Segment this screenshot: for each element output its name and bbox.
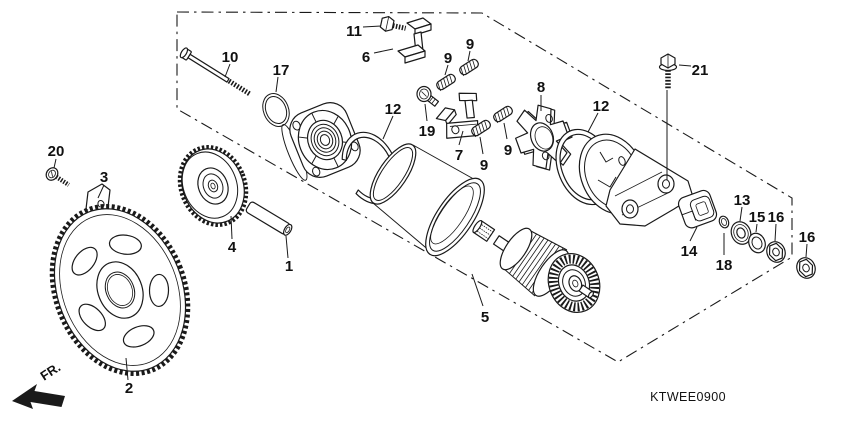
leader-line-1: [285, 235, 289, 259]
part-4-gear: [177, 145, 249, 227]
callout-9: 9: [480, 157, 488, 174]
front-cover: [281, 102, 361, 181]
fr-arrow-icon: [12, 384, 65, 409]
callout-19: 19: [419, 123, 436, 140]
leader-line-17: [275, 76, 279, 93]
callout-11: 11: [346, 23, 362, 40]
leader-line-16: [774, 223, 777, 242]
callout-12: 12: [385, 101, 402, 118]
leader-line-12: [382, 115, 394, 140]
callout-17: 17: [273, 62, 290, 79]
part-5-armature: [472, 219, 601, 313]
part-6-terminal: [397, 17, 432, 64]
rear-cover: [578, 133, 694, 227]
leader-line-2: [125, 357, 129, 381]
leader-line-9: [503, 122, 508, 140]
part-7-brush-holder: [435, 92, 479, 139]
callout-9: 9: [444, 50, 452, 67]
callout-9: 9: [466, 36, 474, 53]
leader-line-4: [230, 215, 233, 240]
leader-line-7: [458, 130, 464, 146]
part-21-bolt: [658, 53, 678, 89]
callout-10: 10: [222, 49, 239, 66]
leader-line-21: [678, 64, 692, 67]
part-9-spring: [471, 119, 491, 138]
callout-16: 16: [799, 229, 816, 246]
leader-line-5: [471, 273, 484, 307]
part-13-washer: [730, 221, 752, 245]
part-9-spring: [459, 58, 479, 77]
leader-line-9: [467, 50, 471, 62]
callout-1: 1: [285, 258, 293, 275]
leader-line-16: [805, 243, 808, 258]
part-14-boot: [677, 189, 718, 229]
callout-3: 3: [100, 169, 108, 186]
part-9-spring: [493, 105, 513, 124]
callout-18: 18: [716, 257, 733, 274]
callout-13: 13: [734, 192, 751, 209]
leader-line-9: [479, 136, 484, 155]
part-9-spring: [436, 73, 456, 92]
leader-line-19: [424, 103, 428, 122]
callout-20: 20: [48, 143, 65, 160]
callout-7: 7: [455, 147, 463, 164]
part-12-ring-front: [341, 131, 399, 205]
part-18-oring: [718, 215, 730, 229]
leader-line-11: [362, 25, 382, 28]
leader-line-12: [587, 112, 599, 133]
leader-line-15: [755, 223, 758, 233]
part-1-pin: [245, 201, 293, 236]
leader-line-20: [53, 158, 57, 169]
part-9-springs: [436, 58, 513, 138]
callout-5: 5: [481, 309, 489, 326]
motor-case: [369, 143, 485, 257]
leader-line-14: [689, 226, 698, 242]
part-11-bolt: [379, 15, 407, 32]
leader-line-3: [97, 184, 105, 199]
front-direction-label: FR.: [37, 360, 63, 384]
callout-14: 14: [681, 243, 698, 260]
callout-2: 2: [125, 380, 133, 397]
callout-12: 12: [593, 98, 610, 115]
callout-21: 21: [692, 62, 709, 79]
callout-16: 16: [768, 209, 785, 226]
diagram-code: KTWEE0900: [650, 390, 726, 404]
part-19-screw: [416, 85, 440, 107]
callout-6: 6: [362, 49, 370, 66]
part-2-gear: [49, 203, 191, 377]
assembly-boundary: [176, 11, 793, 363]
part-15-washer: [748, 232, 766, 254]
part-20-screw: [45, 167, 70, 187]
fr-direction-indicator: FR.: [12, 360, 65, 409]
leader-line-10: [224, 63, 231, 78]
callout-4: 4: [228, 239, 237, 256]
callout-8: 8: [537, 79, 545, 96]
leader-line-6: [373, 48, 394, 54]
part-16-nut: [796, 257, 816, 279]
callout-9: 9: [504, 142, 512, 159]
part-16-nut: [766, 241, 786, 263]
part-10-bolt: [179, 47, 252, 97]
leader-line-9: [444, 64, 449, 76]
part-17-oring: [262, 93, 290, 127]
leader-line-13: [739, 206, 743, 222]
callout-15: 15: [749, 209, 766, 226]
